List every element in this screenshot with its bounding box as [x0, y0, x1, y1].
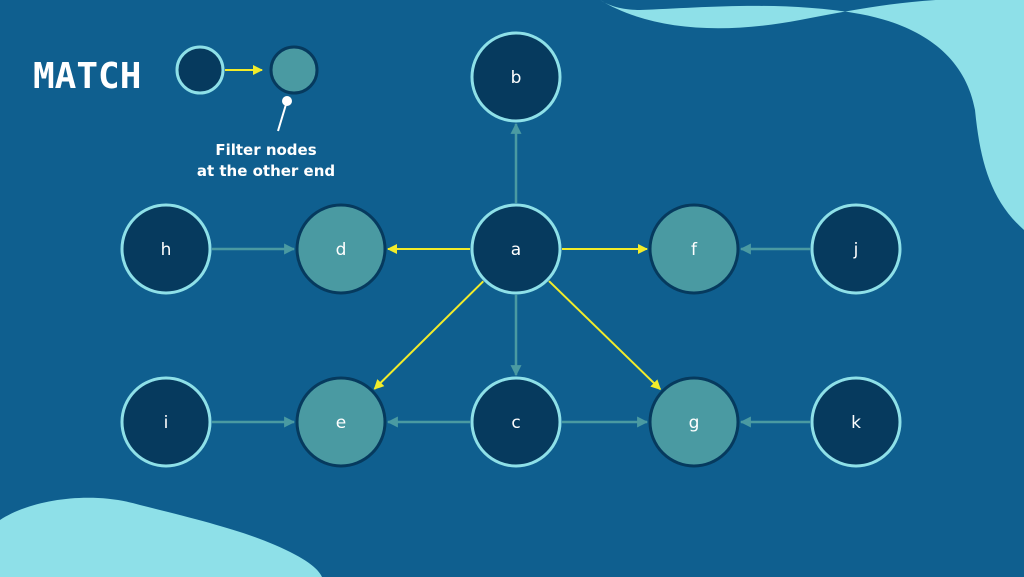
legend-source-node	[175, 45, 225, 95]
node-i: i	[120, 376, 212, 468]
node-circle-a	[470, 203, 562, 295]
node-label-h: h	[161, 240, 172, 260]
node-label-b: b	[511, 68, 522, 88]
node-label-k: k	[851, 413, 861, 433]
node-circle-k	[810, 376, 902, 468]
node-b: b	[470, 31, 562, 123]
legend-filtered-node	[269, 45, 319, 95]
node-j: j	[810, 203, 902, 295]
node-circle-h	[120, 203, 212, 295]
edge-a-g	[548, 280, 662, 390]
node-f: f	[648, 203, 740, 295]
node-g: g	[648, 376, 740, 468]
decorative-blob-top-right	[600, 0, 1024, 230]
node-label-i: i	[164, 413, 169, 433]
node-circle-j	[810, 203, 902, 295]
node-c: c	[470, 376, 562, 468]
legend-pointer-line	[277, 100, 288, 132]
node-h: h	[120, 203, 212, 295]
node-circle-g	[648, 376, 740, 468]
node-circle-f	[648, 203, 740, 295]
node-circle-e	[295, 376, 387, 468]
node-k: k	[810, 376, 902, 468]
nodes-layer: a b c d e f g h i j k	[120, 31, 902, 468]
node-label-a: a	[511, 240, 521, 260]
edge-a-e	[373, 280, 484, 390]
node-label-e: e	[336, 413, 346, 433]
node-circle-c	[470, 376, 562, 468]
node-circle-b	[470, 31, 562, 123]
node-circle-i	[120, 376, 212, 468]
node-e: e	[295, 376, 387, 468]
node-label-d: d	[336, 240, 347, 260]
node-label-g: g	[689, 413, 700, 433]
node-d: d	[295, 203, 387, 295]
legend: Filter nodes at the other end	[175, 45, 335, 180]
node-label-c: c	[511, 413, 520, 433]
node-label-j: j	[853, 240, 859, 260]
legend-caption-line2: at the other end	[197, 162, 335, 180]
node-label-f: f	[691, 240, 698, 260]
page-title: MATCH	[33, 56, 141, 97]
legend-pointer-dot	[282, 96, 292, 106]
legend-caption-line1: Filter nodes	[215, 141, 316, 159]
decorative-blob-bottom-left	[0, 497, 322, 577]
node-circle-d	[295, 203, 387, 295]
node-a: a	[470, 203, 562, 295]
edges-layer	[212, 122, 810, 428]
